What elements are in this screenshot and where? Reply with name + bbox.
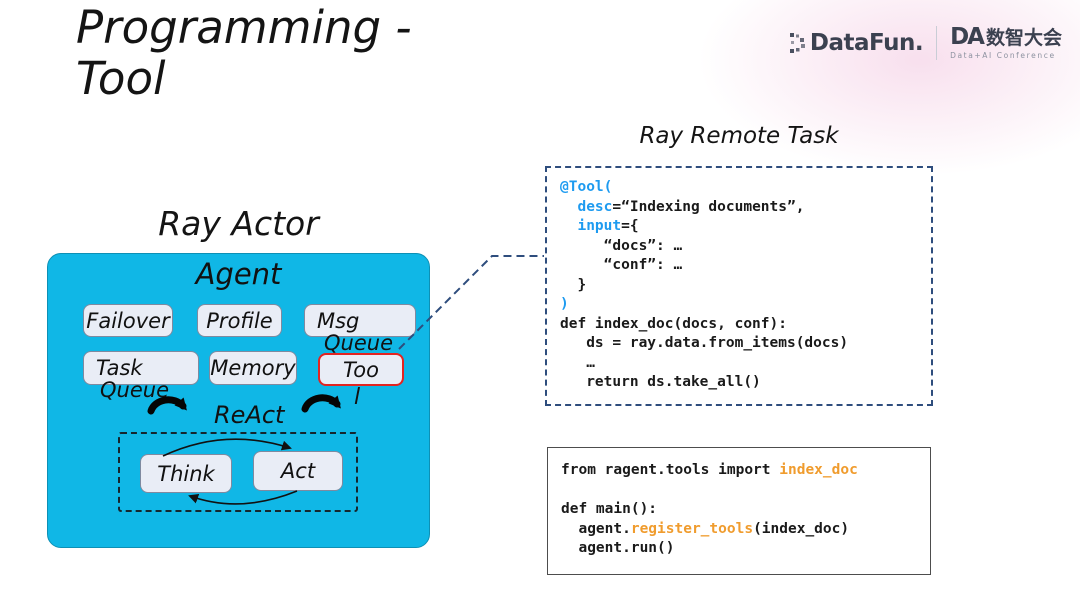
datafun-logo: DataFun. (789, 30, 924, 56)
task-queue-node: Task (83, 351, 199, 385)
datafun-logo-text: DataFun. (809, 30, 924, 56)
main-code-block: from ragent.tools import index_doc def m… (547, 447, 931, 575)
react-loop-container (118, 432, 358, 512)
da-logo-abbr: DA (950, 24, 985, 51)
logo-divider (936, 26, 938, 60)
msg-queue-overflow-label: Queue (324, 331, 393, 355)
msg-queue-node: Msg (304, 304, 416, 337)
agent-label: Agent (195, 257, 282, 291)
slide-title-line1: Programming - (76, 1, 412, 54)
agent-container: Agent Failover Profile Msg Queue Task Qu… (47, 253, 430, 548)
profile-node: Profile (197, 304, 282, 337)
remote-task-code-block: @Tool( desc=“Indexing documents”, input=… (545, 166, 933, 406)
ray-actor-title: Ray Actor (158, 204, 319, 243)
slide-title-line2: Tool (76, 52, 166, 105)
slide-title: Programming - Tool (76, 2, 412, 104)
da-logo-cn: 数智大会 (985, 27, 1062, 50)
da-conference-logo: DA 数智大会 Data+AI Conference (950, 26, 1062, 60)
task-queue-overflow-label: Queue (100, 378, 169, 402)
datafun-logo-icon (789, 33, 805, 53)
failover-node: Failover (83, 304, 173, 337)
react-label: ReAct (214, 401, 285, 429)
tool-overflow-label: l (354, 385, 361, 410)
act-node: Act (253, 451, 343, 491)
da-logo-subtitle: Data+AI Conference (950, 51, 1056, 61)
memory-node: Memory (209, 351, 297, 385)
header-logos: DataFun. DA 数智大会 Data+AI Conference (789, 26, 1062, 60)
tool-node: Too (318, 353, 404, 386)
think-node: Think (140, 454, 232, 493)
remote-task-title: Ray Remote Task (639, 123, 839, 149)
